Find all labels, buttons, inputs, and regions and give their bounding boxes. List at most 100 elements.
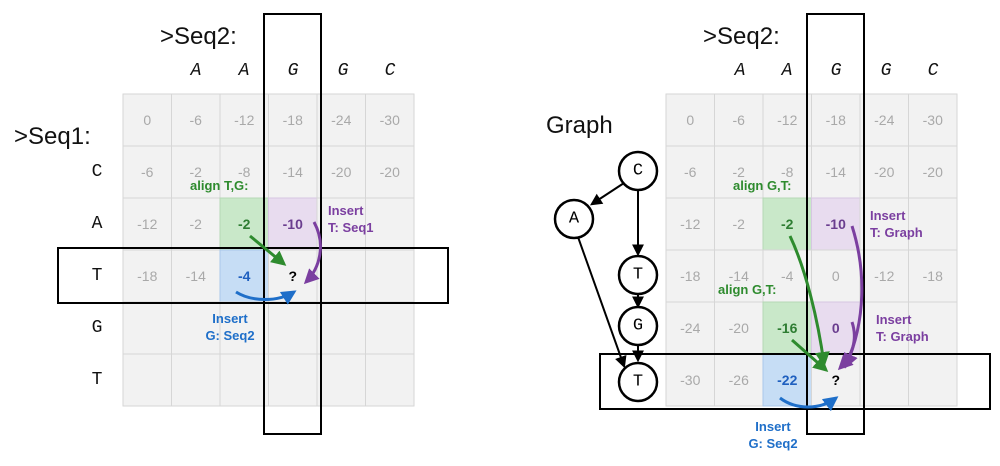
right-insert-annotation: T: Graph <box>876 329 929 344</box>
right-matrix-cell <box>714 93 764 147</box>
left-row-label: G <box>92 318 103 338</box>
graph-node-g: G <box>617 305 659 347</box>
graph-node-c: C <box>617 150 659 192</box>
left-col-headers: A A G G C <box>190 61 396 81</box>
right-matrix-cell <box>859 197 909 251</box>
left-seq1-label: >Seq1: <box>14 123 91 150</box>
right-matrix-cell <box>714 301 764 355</box>
left-matrix-cell-value: -24 <box>331 112 351 128</box>
right-seq2-label: >Seq2: <box>703 23 780 50</box>
right-matrix-cell-value: -4 <box>781 268 794 284</box>
right-matrix-cell-value: -14 <box>729 268 749 284</box>
right-col-header: G <box>881 61 892 81</box>
right-insert-seq2-annotation: Insert <box>755 419 791 434</box>
right-matrix-cell <box>762 353 812 407</box>
right-matrix-cell-value: -6 <box>733 112 746 128</box>
left-col-header: G <box>288 61 299 81</box>
left-matrix-cell-value: -18 <box>283 112 303 128</box>
left-matrix-cell-value: -8 <box>238 164 251 180</box>
right-matrix-cell-value: -30 <box>923 112 943 128</box>
left-matrix-cell <box>268 353 318 407</box>
right-matrix-cell-value: -20 <box>729 320 749 336</box>
right-matrix-cell <box>908 145 958 199</box>
graph-edge <box>589 182 625 206</box>
right-matrix-cell-value: 0 <box>832 268 840 284</box>
left-matrix-cell-value: -6 <box>190 112 203 128</box>
left-matrix-cell-value: -18 <box>137 268 157 284</box>
left-matrix-cell <box>316 301 366 355</box>
left-insert-seq2-annotation: G: Seq2 <box>205 328 254 343</box>
left-insert-annotation: Insert <box>328 203 364 218</box>
right-matrix-cell-value: -24 <box>680 320 700 336</box>
left-matrix-cell-value: -20 <box>331 164 351 180</box>
right-matrix-cell <box>908 249 958 303</box>
right-matrix-cell <box>665 301 715 355</box>
left-matrix-cell <box>171 197 221 251</box>
left-matrix-cell-value: -20 <box>380 164 400 180</box>
right-matrix-cell <box>811 197 861 251</box>
left-matrix-cell-value: -2 <box>190 164 203 180</box>
left-matrix-cell-value: -14 <box>283 164 303 180</box>
right-matrix-cell <box>908 353 958 407</box>
left-align-annotation: align T,G: <box>190 178 249 193</box>
right-matrix-cell-value: -16 <box>777 320 797 336</box>
right-insert-annotation: Insert <box>876 312 912 327</box>
left-insert-arrow <box>303 221 322 285</box>
left-matrix-cell <box>316 249 366 303</box>
left-matrix-cell <box>365 301 415 355</box>
right-matrix-cell <box>859 145 909 199</box>
right-matrix-cell-value: -18 <box>923 268 943 284</box>
right-matrix-cell-value: -2 <box>733 216 746 232</box>
svg-text:A: A <box>569 210 580 229</box>
right-row-highlight <box>599 353 991 410</box>
svg-text:C: C <box>633 162 643 181</box>
graph-nodes: C A T G T <box>553 150 659 403</box>
right-matrix-cell-value: -10 <box>826 216 846 232</box>
left-matrix-cell <box>219 93 269 147</box>
right-col-header: C <box>928 61 939 81</box>
right-align-annotation: align G,T: <box>733 178 792 193</box>
right-matrix-cell <box>714 197 764 251</box>
left-matrix-cell <box>219 145 269 199</box>
left-col-header: C <box>385 61 396 81</box>
left-matrix-cell <box>365 93 415 147</box>
left-matrix-cell <box>316 93 366 147</box>
graph-node-t: T <box>617 361 659 403</box>
right-matrix-cell <box>908 197 958 251</box>
left-panel: >Seq2: >Seq1: A A G G C C A T G T 0-6-12… <box>14 13 449 435</box>
left-col-header: A <box>190 61 202 81</box>
right-matrix-cell <box>665 145 715 199</box>
left-matrix-cell-value: -14 <box>186 268 206 284</box>
right-matrix-cell-value: -12 <box>680 216 700 232</box>
left-matrix-cell-value: -12 <box>137 216 157 232</box>
right-matrix-cell <box>714 353 764 407</box>
right-matrix-cell-value: -24 <box>874 112 894 128</box>
left-align-arrow <box>249 234 287 266</box>
left-matrix-cell <box>171 353 221 407</box>
right-insert-arrow <box>837 321 856 371</box>
right-matrix-cell-value: -30 <box>680 372 700 388</box>
right-column-highlight <box>806 13 865 435</box>
right-matrix-cell <box>811 249 861 303</box>
right-insert-annotation: T: Graph <box>870 225 923 240</box>
left-matrix-cell <box>171 249 221 303</box>
left-insert-seq2-annotation: Insert <box>212 311 248 326</box>
right-matrix-cell <box>859 93 909 147</box>
graph-node-t: T <box>617 254 659 296</box>
right-matrix-cell-value: -18 <box>826 112 846 128</box>
left-matrix-cell-value: -6 <box>141 164 154 180</box>
left-matrix-cell <box>365 353 415 407</box>
left-row-label: A <box>92 214 103 234</box>
left-row-labels: C A T G T <box>92 162 103 390</box>
right-matrix-cell <box>665 249 715 303</box>
right-col-header: G <box>831 61 842 81</box>
right-matrix-cell <box>908 301 958 355</box>
svg-text:T: T <box>633 266 643 285</box>
right-col-header: A <box>734 61 746 81</box>
left-matrix-cell <box>365 249 415 303</box>
left-matrix-cell-value: 0 <box>143 112 151 128</box>
right-matrix-cell-value: -18 <box>680 268 700 284</box>
right-matrix-cell <box>811 145 861 199</box>
right-matrix-cell-value: -20 <box>923 164 943 180</box>
left-matrix-cell <box>122 197 172 251</box>
